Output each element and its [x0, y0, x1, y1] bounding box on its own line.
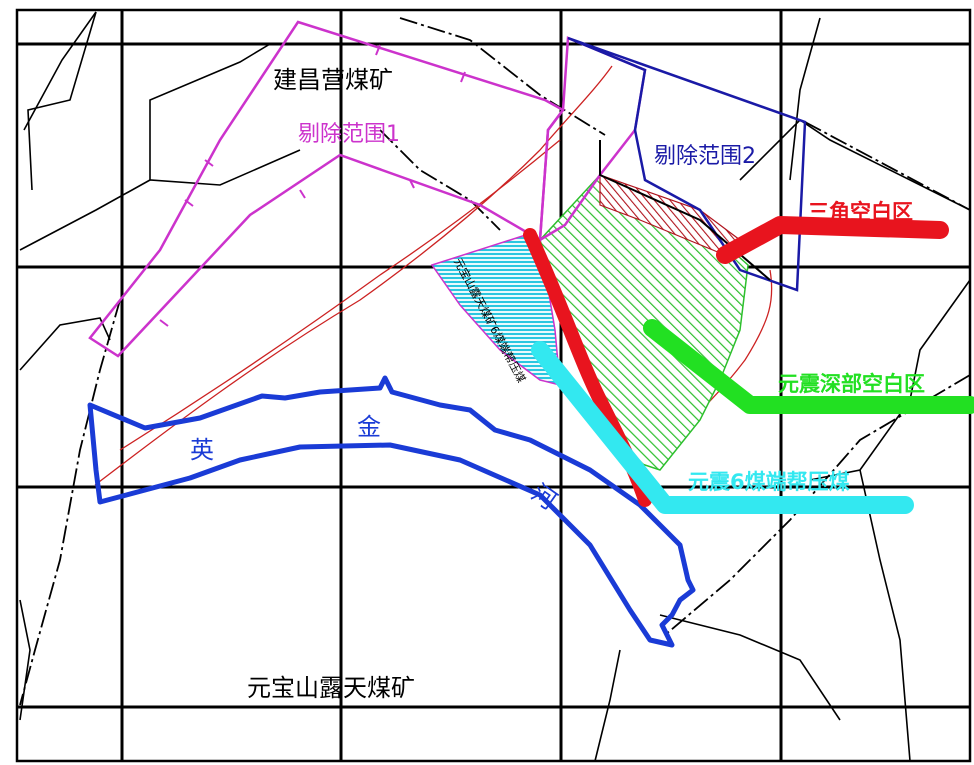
map-frame [15, 8, 972, 763]
river-label-2: 金 [357, 413, 381, 441]
river-label-1: 英 [190, 436, 214, 464]
deep-blank-leader [643, 319, 974, 414]
exclude-1-label: 剔除范围1 [298, 122, 400, 147]
mine-north-label: 建昌营煤矿 [273, 66, 393, 94]
coal-6-leader [531, 341, 914, 514]
river-boundary [87, 375, 696, 648]
boundary-lines [19, 11, 971, 762]
coal-6-label: 元震6煤端帮压煤 [688, 470, 850, 494]
mine-south-label: 元宝山露天煤矿 [247, 674, 415, 702]
railway-lines [19, 17, 971, 706]
grid-lines [17, 10, 970, 761]
exclude-2-label: 剔除范围2 [654, 144, 756, 169]
deep-blank-label: 元震深部空白区 [778, 372, 925, 396]
exclude-1-ticks [159, 44, 466, 327]
triangle-blank-leader [716, 216, 949, 264]
exclude-2-boundary [567, 36, 807, 292]
triangle-blank-label: 三角空白区 [808, 200, 913, 224]
